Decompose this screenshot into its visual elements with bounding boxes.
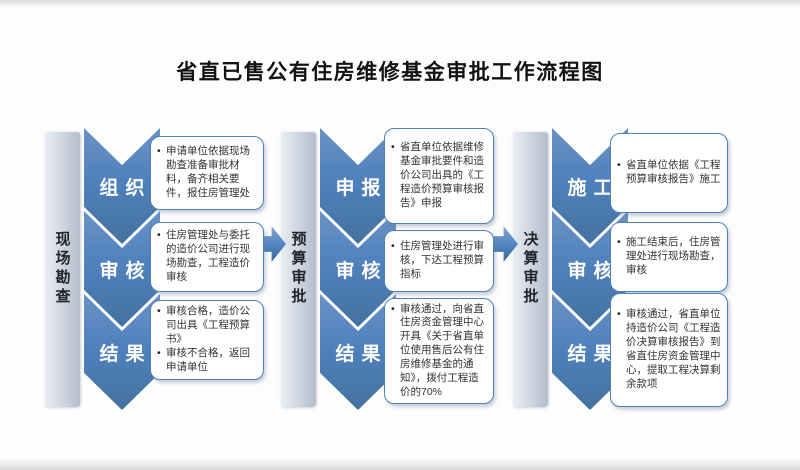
step-note-box: 审核合格，造价公司出具《工程预算书》 审核不合格，返回申请单位 bbox=[150, 300, 264, 380]
step-note-box: 住房管理处与委托的造价公司进行现场勘查，工程造价审核 bbox=[150, 222, 264, 292]
note-item: 住房管理处进行审核，下达工程预算指标 bbox=[391, 240, 487, 282]
stage-label: 预算审批 bbox=[289, 231, 306, 307]
note-items: 申请单位依据现场勘查准备审批材料，备齐相关要件，报住房管理处 bbox=[157, 145, 257, 200]
note-items: 住房管理处进行审核，下达工程预算指标 bbox=[391, 240, 487, 282]
chevron-label: 申报 bbox=[335, 177, 388, 199]
chevron-label: 结果 bbox=[99, 343, 152, 365]
note-items: 施工结束后，住房管理处进行现场勘查，审核 bbox=[617, 236, 721, 278]
note-items: 住房管理处与委托的造价公司进行现场勘查，工程造价审核 bbox=[157, 229, 257, 284]
step-note-box: 审核通过，向省直住房资金管理中心开具《关于省直单位使用售后公有住房维修基金的通知… bbox=[384, 298, 494, 404]
note-items: 省直单位依据《工程预算审核报告》施工 bbox=[617, 159, 721, 187]
note-item: 审核通过，省直单位持造价公司《工程造价决算审核报告》到省直住房资金管理中心，提取… bbox=[617, 308, 721, 391]
step-note-box: 审核通过，省直单位持造价公司《工程造价决算审核报告》到省直住房资金管理中心，提取… bbox=[610, 293, 728, 407]
note-item: 省直单位依据维修基金审批要件和造价公司出具的《工程造价预算审核报告》申报 bbox=[391, 141, 487, 210]
note-items: 审核合格，造价公司出具《工程预算书》 审核不合格，返回申请单位 bbox=[157, 305, 257, 374]
chevron-label: 审核 bbox=[335, 260, 388, 282]
note-item: 住房管理处与委托的造价公司进行现场勘查，工程造价审核 bbox=[157, 229, 257, 284]
step-note-box: 省直单位依据《工程预算审核报告》施工 bbox=[610, 133, 728, 213]
page-title: 省直已售公有住房维修基金审批工作流程图 bbox=[176, 60, 604, 84]
note-items: 审核通过，省直单位持造价公司《工程造价决算审核报告》到省直住房资金管理中心，提取… bbox=[617, 308, 721, 391]
note-items: 省直单位依据维修基金审批要件和造价公司出具的《工程造价预算审核报告》申报 bbox=[391, 141, 487, 210]
note-item: 省直单位依据《工程预算审核报告》施工 bbox=[617, 159, 721, 187]
stage-bar: 现场勘查 bbox=[44, 131, 80, 407]
note-item: 审核合格，造价公司出具《工程预算书》 bbox=[157, 305, 257, 347]
note-item: 施工结束后，住房管理处进行现场勘查，审核 bbox=[617, 236, 721, 278]
note-item: 审核不合格，返回申请单位 bbox=[157, 347, 257, 375]
step-note-box: 申请单位依据现场勘查准备审批材料，备齐相关要件，报住房管理处 bbox=[150, 136, 264, 210]
step-note-box: 住房管理处进行审核，下达工程预算指标 bbox=[384, 230, 494, 292]
stage-bar: 决算审批 bbox=[512, 131, 548, 407]
stage-label: 现场勘查 bbox=[53, 231, 70, 307]
note-item: 申请单位依据现场勘查准备审批材料，备齐相关要件，报住房管理处 bbox=[157, 145, 257, 200]
chevron-label: 结果 bbox=[567, 343, 620, 365]
chevron-column: 组织 审核 结果 bbox=[84, 128, 160, 410]
stage-bar: 预算审批 bbox=[280, 131, 316, 407]
step-note-box: 省直单位依据维修基金审批要件和造价公司出具的《工程造价预算审核报告》申报 bbox=[384, 128, 494, 224]
note-item: 审核通过，向省直住房资金管理中心开具《关于省直单位使用售后公有住房维修基金的通知… bbox=[391, 303, 487, 400]
chevron-label: 审核 bbox=[567, 260, 620, 282]
chevron-label: 施工 bbox=[567, 177, 620, 199]
chevron-label: 审核 bbox=[99, 260, 152, 282]
chevron-label: 组织 bbox=[99, 177, 152, 199]
step-note-box: 施工结束后，住房管理处进行现场勘查，审核 bbox=[610, 222, 728, 292]
chevron-label: 结果 bbox=[335, 343, 388, 365]
stage-label: 决算审批 bbox=[521, 231, 538, 307]
note-items: 审核通过，向省直住房资金管理中心开具《关于省直单位使用售后公有住房维修基金的通知… bbox=[391, 303, 487, 400]
chevron-column: 申报 审核 结果 bbox=[320, 128, 396, 410]
